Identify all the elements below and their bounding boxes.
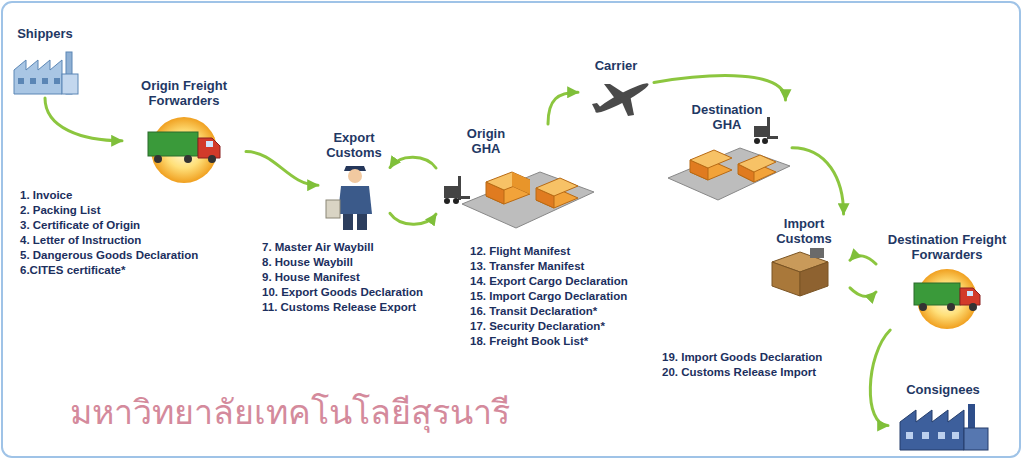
document-item: 11. Customs Release Export [262,300,416,315]
factory-icon [900,404,988,450]
document-item: 19. Import Goods Declaration [662,350,822,365]
document-item: 20. Customs Release Import [662,365,816,380]
node-label: Destination GHA [681,100,773,132]
truck-icon [914,269,980,329]
crate-icon [772,248,828,296]
document-item: 1. Invoice [20,188,72,203]
flow-arrow [870,330,890,426]
flow-node: Carrier [578,56,654,122]
node-label: Consignees [888,380,998,397]
document-item: 17. Security Declaration* [470,319,605,334]
airplane-icon [592,80,651,116]
document-item: 12. Flight Manifest [470,244,570,259]
flow-arrow [850,256,876,264]
node-label: Import Customs [766,214,842,246]
node-label: Export Customs [318,128,390,160]
document-item: 8. House Waybill [262,255,353,270]
document-item: 16. Transit Declaration* [470,304,597,319]
node-label: Shippers [8,24,82,41]
flow-node: Export Customs [318,128,390,232]
document-item: 9. House Manifest [262,270,360,285]
flow-node: Origin GHA [436,124,596,234]
watermark-text: มหาวิทยาลัยเทคโนโลยีสุรนารี [70,392,510,432]
document-item: 13. Transfer Manifest [470,259,584,274]
flow-node: Destination Freight Forwarders [876,230,1018,330]
document-item: 3. Certificate of Origin [20,218,140,233]
flow-node: Import Customs [758,214,850,298]
flow-arrow [390,213,436,224]
document-item: 14. Export Cargo Declaration [470,274,628,289]
flow-node: Shippers [8,24,82,98]
truck-icon [148,117,220,183]
node-label: Destination Freight Forwarders [876,230,1018,262]
flow-node: Origin Freight Forwarders [122,76,246,184]
document-item: 7. Master Air Waybill [262,240,374,255]
flow-arrow [390,157,436,168]
flow-arrow [246,152,318,186]
document-item: 4. Letter of Instruction [20,233,141,248]
document-item: 5. Dangerous Goods Declaration [20,248,198,263]
warehouse-icon [444,172,594,228]
flow-arrow [792,148,844,214]
flow-arrow [45,98,122,141]
factory-icon [14,52,78,94]
document-item: 18. Freight Book List* [470,334,588,349]
flow-node: Destination GHA [662,100,792,206]
document-item: 2. Packing List [20,203,101,218]
officer-icon [326,166,372,230]
node-label: Origin GHA [454,124,518,156]
flow-arrow [850,288,876,296]
flow-arrow [654,76,786,100]
node-label: Carrier [578,56,654,73]
document-item: 10. Export Goods Declaration [262,285,423,300]
flow-node: Consignees [888,380,998,456]
document-item: 6.CITES certificate* [20,263,125,278]
document-item: 15. Import Cargo Declaration [470,289,627,304]
flow-arrow [548,92,578,124]
node-label: Origin Freight Forwarders [122,76,246,108]
